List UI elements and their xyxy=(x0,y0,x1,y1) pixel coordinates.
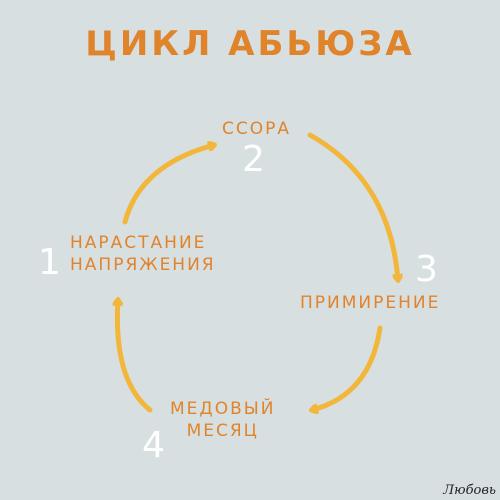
stage-1-line-2: НАПРЯЖЕНИЯ xyxy=(70,255,216,275)
stage-4-number: 4 xyxy=(142,425,165,466)
stage-3-label: ПРИМИРЕНИЕ xyxy=(300,292,440,314)
stage-4-line-1: МЕДОВЫЙ xyxy=(170,399,276,419)
stage-4-label: МЕДОВЫЙ МЕСЯЦ xyxy=(170,398,275,442)
stage-1-number: 1 xyxy=(38,242,61,283)
arrow-stage3-to-stage4 xyxy=(312,325,383,410)
stage-2-line-1: ССОРА xyxy=(222,119,292,139)
arrow-stage1-to-stage2 xyxy=(122,145,214,225)
arrow-stage2-to-stage3 xyxy=(307,132,398,280)
diagram-title: ЦИКЛ АБЬЮЗА xyxy=(85,24,415,64)
watermark-signature: Любовь xyxy=(443,483,496,498)
stage-2-label: ССОРА xyxy=(222,118,291,140)
stage-1-label: НАРАСТАНИЕ НАПРЯЖЕНИЯ xyxy=(70,232,216,276)
stage-4-line-2: МЕСЯЦ xyxy=(186,421,259,441)
stage-3-number: 3 xyxy=(415,249,438,290)
stage-3-line-1: ПРИМИРЕНИЕ xyxy=(300,293,441,313)
stage-1-line-1: НАРАСТАНИЕ xyxy=(70,233,207,253)
arrow-stage4-to-stage1 xyxy=(117,300,153,413)
stage-2-number: 2 xyxy=(242,139,265,180)
